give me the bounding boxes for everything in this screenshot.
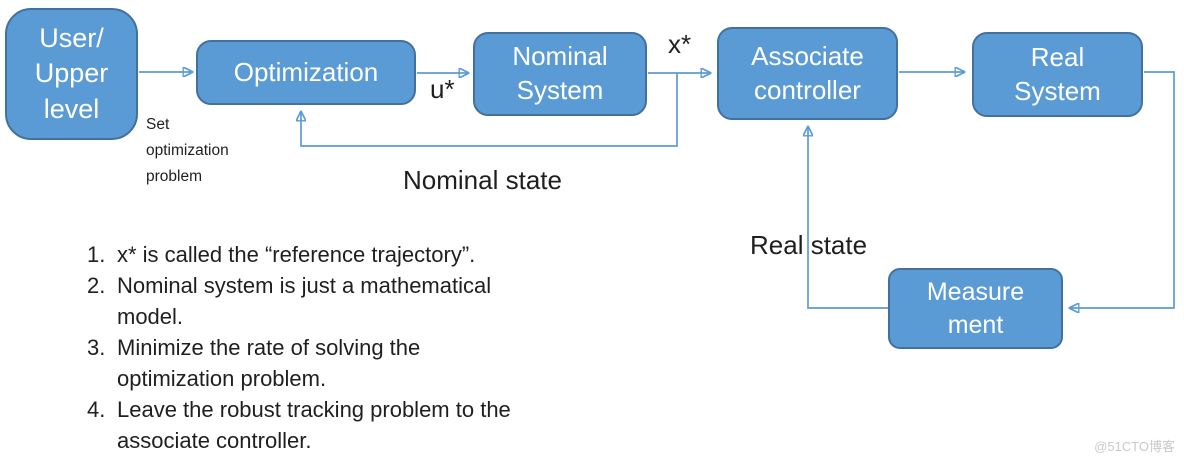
label-x-star: x*	[668, 29, 692, 59]
box-real-system: Real System	[972, 32, 1143, 117]
label-real-state: Real state	[750, 230, 868, 260]
notes-list: 1. x* is called the “reference trajector…	[87, 239, 511, 456]
arrow-real-to-measurement	[1070, 71, 1175, 308]
list-item: 2. Nominal system is just a mathematical…	[87, 270, 511, 332]
list-item: 1. x* is called the “reference trajector…	[87, 239, 511, 270]
list-item-text: x* is called the “reference trajectory”.	[117, 242, 476, 267]
list-item: 3. Minimize the rate of solving the opti…	[87, 332, 511, 394]
label-nominal-state: Nominal state	[403, 165, 562, 195]
label-u-star: u*	[430, 74, 455, 104]
arrow-nominal-state-feedback	[301, 73, 678, 147]
box-measurement: Measure ment	[888, 268, 1063, 349]
label-set-optimization-problem: Set optimization problem	[146, 116, 229, 185]
list-item: 4. Leave the robust tracking problem to …	[87, 394, 511, 456]
box-optimization: Optimization	[196, 40, 416, 105]
list-item-number: 2.	[87, 273, 106, 298]
list-item-number: 4.	[87, 397, 106, 422]
box-associate-controller: Associate controller	[717, 27, 898, 120]
list-item-number: 3.	[87, 335, 106, 360]
list-item-text: Leave the robust tracking problem to the…	[117, 397, 511, 453]
list-item-text: Nominal system is just a mathematical mo…	[117, 273, 492, 329]
box-nominal-system: Nominal System	[473, 32, 647, 116]
list-item-text: Minimize the rate of solving the optimiz…	[117, 335, 421, 391]
box-user-upper-level: User/ Upper level	[5, 8, 138, 140]
list-item-number: 1.	[87, 242, 106, 267]
arrow-measurement-to-associate	[808, 127, 888, 309]
watermark: @51CTO博客	[1094, 439, 1175, 454]
